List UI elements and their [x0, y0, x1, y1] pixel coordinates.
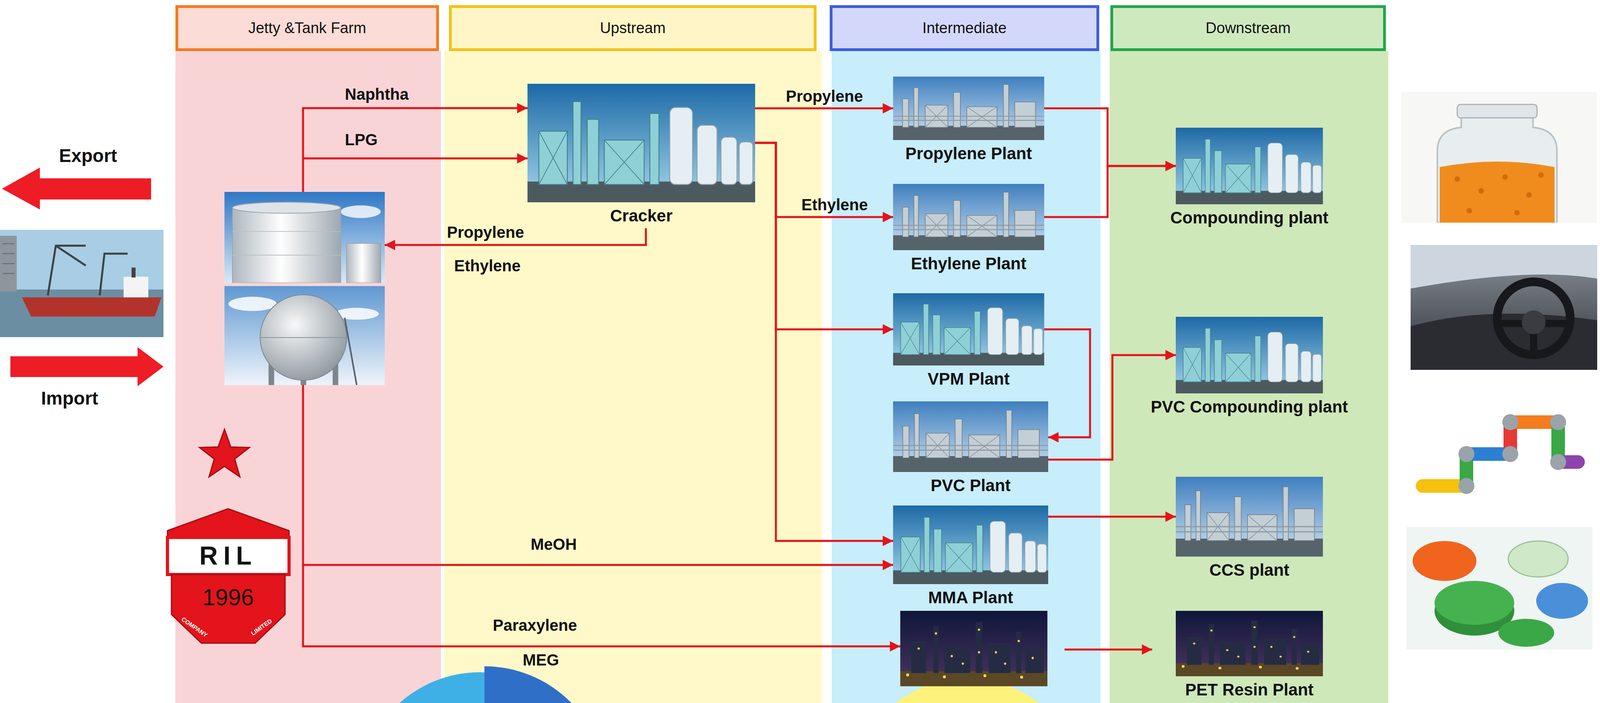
- free-label-text: 1996: [202, 583, 254, 610]
- plant-node: PVC Compounding plant: [1175, 316, 1323, 394]
- plant-label: PVC Compounding plant: [1150, 397, 1349, 417]
- plant-node: Cracker: [527, 83, 756, 203]
- flow-arrow: [755, 107, 894, 110]
- plant-label: MMA Plant: [928, 587, 1014, 607]
- plant-photo: [893, 76, 1045, 140]
- sphere-photo: [224, 285, 385, 385]
- plant-name: VPM Plant: [927, 369, 1010, 389]
- import-arrow: [10, 346, 164, 386]
- free-label: COMPANY: [180, 615, 209, 639]
- free-label-text: MeOH: [530, 535, 577, 553]
- plant-node: MMA Plant: [893, 505, 1049, 584]
- edge-label: Propylene: [785, 86, 863, 106]
- plant-node: Ethylene Plant: [893, 183, 1045, 250]
- free-label-text: LPG: [344, 130, 378, 149]
- free-label-text: Naphtha: [344, 85, 409, 103]
- product-photo: [1406, 385, 1593, 509]
- product-photo: [1406, 526, 1593, 650]
- tank-photo: [224, 191, 385, 283]
- logo-band: [167, 537, 290, 575]
- free-label: Paraxylene: [492, 615, 577, 634]
- cracker-photo: [527, 83, 756, 203]
- free-label-text: MEG: [522, 650, 559, 669]
- plant-node: Compounding plant: [1175, 127, 1323, 205]
- free-label: RIL: [199, 541, 258, 571]
- plant-photo: [1175, 476, 1323, 557]
- plant-node: PET Resin Plant: [1175, 610, 1323, 676]
- plant-photo: [900, 610, 1048, 686]
- free-label: MEG: [522, 650, 559, 669]
- column-band-node: IntermediatePropylene PlantEthylene Plan…: [831, 5, 1101, 703]
- plant-label: PET Resin Plant: [1184, 679, 1314, 699]
- plant-label: PVC Plant: [930, 475, 1011, 495]
- plant-node: Propylene Plant: [893, 76, 1045, 140]
- plant-photo: [1175, 610, 1323, 676]
- free-label-text: Export: [59, 145, 118, 166]
- free-label-text: RIL: [199, 541, 258, 570]
- plant-label: Cracker: [610, 206, 673, 226]
- product-photo: [1401, 91, 1597, 223]
- free-label-text: Ethylene: [454, 256, 521, 275]
- column-header: Intermediate: [829, 5, 1100, 52]
- free-label-text: COMPANY: [180, 615, 209, 638]
- free-label: Naphtha: [344, 84, 409, 104]
- free-label: LIMITED: [249, 616, 274, 637]
- plant-name: PVC Compounding plant: [1150, 397, 1349, 417]
- plant-node: PVC Plant: [893, 401, 1049, 472]
- plant-node: CCS plant: [1175, 476, 1323, 557]
- column-band: [444, 51, 822, 703]
- plant-photo: [1175, 316, 1323, 394]
- column-header: Downstream: [1110, 5, 1386, 52]
- free-label: Export: [59, 145, 118, 167]
- free-label: Ethylene: [454, 256, 521, 275]
- plant-name: Ethylene Plant: [911, 253, 1027, 274]
- plant-name: PVC Plant: [930, 475, 1011, 495]
- column-heading: Intermediate: [922, 19, 1007, 38]
- plant-label: VPM Plant: [927, 369, 1010, 389]
- plant-photo: [1175, 127, 1323, 205]
- plant-photo: [893, 505, 1049, 584]
- plant-name: Propylene Plant: [905, 143, 1032, 164]
- plant-label: Compounding plant: [1170, 208, 1329, 228]
- free-label-text: Paraxylene: [492, 615, 577, 634]
- edge-label: Ethylene: [801, 195, 868, 214]
- flow-arrow: [1048, 515, 1176, 518]
- edge-label-text: Propylene: [785, 87, 863, 105]
- column-header: Upstream: [448, 5, 817, 52]
- free-label-text: Propylene: [446, 223, 524, 241]
- plant-node: VPM Plant: [893, 293, 1045, 366]
- ship-photo: [0, 229, 164, 337]
- plant-name: CCS plant: [1209, 560, 1290, 580]
- column-band: [1109, 51, 1389, 703]
- edge-label-text: Ethylene: [801, 195, 868, 214]
- pet-feed-line: [1064, 648, 1153, 651]
- column-header: Jetty &Tank Farm: [175, 5, 439, 52]
- plant-label: Ethylene Plant: [911, 253, 1027, 274]
- plant-photo: [893, 183, 1045, 250]
- plant-name: Compounding plant: [1170, 208, 1329, 228]
- plant-photo: [893, 401, 1049, 472]
- plant-name: MMA Plant: [928, 587, 1014, 607]
- column-heading: Downstream: [1205, 19, 1291, 38]
- free-label: 1996: [202, 583, 254, 611]
- column-heading: Jetty &Tank Farm: [248, 19, 367, 38]
- column-heading: Upstream: [600, 19, 666, 38]
- free-label: LPG: [344, 130, 378, 149]
- lpg-line: [303, 157, 528, 160]
- export-arrow: [1, 167, 152, 210]
- plant-name: Cracker: [610, 206, 673, 226]
- free-label: Import: [41, 387, 99, 409]
- free-label-text: LIMITED: [249, 616, 274, 636]
- column-band-node: DownstreamCompounding plantPVC Compoundi…: [1109, 5, 1389, 703]
- column-band-node: UpstreamCracker: [444, 5, 822, 703]
- free-label-text: Import: [41, 387, 99, 409]
- free-label: MeOH: [530, 534, 577, 554]
- plant-label: Propylene Plant: [905, 143, 1032, 164]
- plant-name: PET Resin Plant: [1184, 679, 1314, 699]
- plant-photo: [893, 293, 1045, 366]
- free-label: Propylene: [446, 222, 524, 242]
- product-photo: [1410, 244, 1598, 370]
- plant-label: CCS plant: [1209, 560, 1290, 580]
